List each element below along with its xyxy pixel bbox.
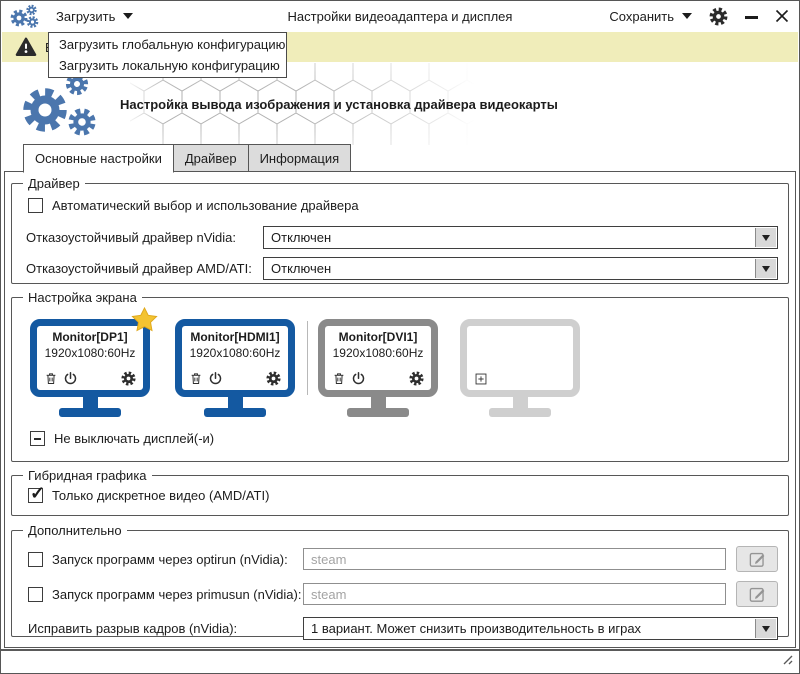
primusun-checkbox[interactable]	[28, 586, 43, 602]
monitor-resolution: 1920x1080:60Hz	[44, 346, 136, 360]
primary-star-icon	[130, 306, 159, 338]
combo-arrow-button[interactable]	[755, 228, 776, 247]
primusun-input[interactable]	[303, 583, 726, 605]
tab-main-settings[interactable]: Основные настройки	[23, 144, 174, 173]
group-driver-title: Драйвер	[28, 176, 80, 191]
group-hybrid: Гибридная графика Только дискретное виде…	[11, 468, 789, 516]
app-gears-icon	[9, 4, 41, 29]
failsafe-amd-value: Отключен	[271, 261, 332, 276]
menu-item-load-local[interactable]: Загрузить локальную конфигурацию	[59, 58, 280, 73]
load-menu-label: Загрузить	[56, 8, 116, 24]
group-driver: Драйвер Автоматический выбор и использов…	[11, 176, 789, 284]
combo-arrow-button[interactable]	[755, 619, 776, 638]
caret-down-icon	[123, 13, 134, 19]
tab-bar: Основные настройки Драйвер Информация	[23, 144, 352, 173]
power-icon[interactable]	[208, 371, 223, 386]
discrete-video-label: Только дискретное видео (AMD/ATI)	[52, 488, 270, 503]
group-extra-title: Дополнительно	[28, 523, 122, 538]
caret-down-icon	[762, 265, 770, 272]
optirun-input[interactable]	[303, 548, 726, 570]
status-bar	[1, 649, 799, 673]
caret-down-icon	[762, 625, 770, 632]
main-panel: Драйвер Автоматический выбор и использов…	[4, 171, 796, 648]
failsafe-amd-label: Отказоустойчивый драйвер AMD/ATI:	[26, 261, 252, 276]
tearing-select[interactable]: 1 вариант. Может снизить производительно…	[303, 617, 778, 640]
group-hybrid-title: Гибридная графика	[28, 468, 147, 483]
header-gears-icon	[20, 72, 112, 138]
caret-down-icon	[682, 13, 692, 19]
edit-icon	[749, 552, 764, 567]
auto-driver-label: Автоматический выбор и использование дра…	[52, 198, 359, 213]
edit-icon	[749, 587, 764, 602]
resize-grip[interactable]	[780, 652, 793, 668]
close-icon	[775, 9, 789, 23]
monitor-name: Monitor[HDMI1]	[190, 330, 280, 344]
tab-info[interactable]: Информация	[248, 144, 352, 172]
tab-driver[interactable]: Драйвер	[173, 144, 249, 172]
optirun-label: Запуск программ через optirun (nVidia):	[52, 551, 288, 567]
failsafe-amd-select[interactable]: Отключен	[263, 257, 778, 280]
settings-gear-button[interactable]	[709, 7, 728, 26]
group-screen-title: Настройка экрана	[28, 290, 137, 305]
load-menu-button[interactable]: Загрузить	[56, 1, 134, 31]
trash-icon[interactable]	[44, 371, 58, 386]
add-monitor-icon[interactable]	[474, 372, 488, 386]
title-bar: Загрузить Настройки видеоадаптера и дисп…	[1, 1, 799, 31]
save-menu-button[interactable]: Сохранить	[609, 9, 692, 24]
tearing-label: Исправить разрыв кадров (nVidia):	[28, 621, 238, 636]
monitor-dp1[interactable]: Monitor[DP1] 1920x1080:60Hz	[30, 306, 158, 417]
keep-display-on-checkbox[interactable]	[30, 431, 45, 446]
gear-icon	[709, 7, 728, 25]
warning-icon	[15, 37, 37, 56]
monitor-dvi1[interactable]: Monitor[DVI1] 1920x1080:60Hz	[318, 319, 438, 417]
header-band: Настройка вывода изображения и установка…	[2, 63, 798, 145]
monitor-resolution: 1920x1080:60Hz	[189, 346, 281, 360]
keep-display-on-label: Не выключать дисплей(-и)	[54, 431, 215, 446]
discrete-video-checkbox[interactable]	[28, 483, 45, 504]
optirun-checkbox[interactable]	[28, 551, 43, 567]
monitor-name: Monitor[DVI1]	[338, 330, 418, 344]
tearing-value: 1 вариант. Может снизить производительно…	[311, 621, 642, 636]
load-dropdown-menu: Загрузить глобальную конфигурацию Загруз…	[48, 32, 287, 78]
optirun-edit-button[interactable]	[736, 546, 778, 572]
group-screen: Настройка экрана Monitor[DP1] 1920x1080:…	[11, 290, 789, 462]
page-title: Настройка вывода изображения и установка…	[120, 96, 558, 112]
combo-arrow-button[interactable]	[755, 259, 776, 278]
monitor-add-slot[interactable]	[460, 319, 580, 417]
auto-driver-checkbox[interactable]	[28, 198, 43, 213]
close-button[interactable]	[775, 9, 789, 23]
primusun-label: Запуск программ через primusun (nVidia):	[52, 586, 302, 602]
failsafe-nvidia-value: Отключен	[271, 230, 332, 245]
monitor-gear-icon[interactable]	[266, 371, 281, 386]
save-menu-label: Сохранить	[609, 8, 674, 24]
menu-item-load-global[interactable]: Загрузить глобальную конфигурацию	[59, 37, 286, 52]
failsafe-nvidia-select[interactable]: Отключен	[263, 226, 778, 249]
caret-down-icon	[762, 234, 770, 241]
window-title: Настройки видеоадаптера и дисплея	[287, 8, 513, 24]
failsafe-nvidia-label: Отказоустойчивый драйвер nVidia:	[26, 230, 236, 245]
group-extra: Дополнительно Запуск программ через opti…	[11, 523, 789, 640]
trash-icon[interactable]	[189, 371, 203, 386]
monitor-gear-icon[interactable]	[121, 371, 136, 386]
power-icon[interactable]	[63, 371, 78, 386]
power-icon[interactable]	[351, 371, 366, 386]
monitor-divider	[307, 321, 308, 395]
monitor-name: Monitor[DP1]	[52, 330, 128, 344]
minimize-button[interactable]	[745, 15, 758, 19]
monitor-resolution: 1920x1080:60Hz	[332, 346, 424, 360]
primusun-edit-button[interactable]	[736, 581, 778, 607]
monitor-gear-icon[interactable]	[409, 371, 424, 386]
trash-icon[interactable]	[332, 371, 346, 386]
monitor-hdmi1[interactable]: Monitor[HDMI1] 1920x1080:60Hz	[175, 319, 295, 417]
